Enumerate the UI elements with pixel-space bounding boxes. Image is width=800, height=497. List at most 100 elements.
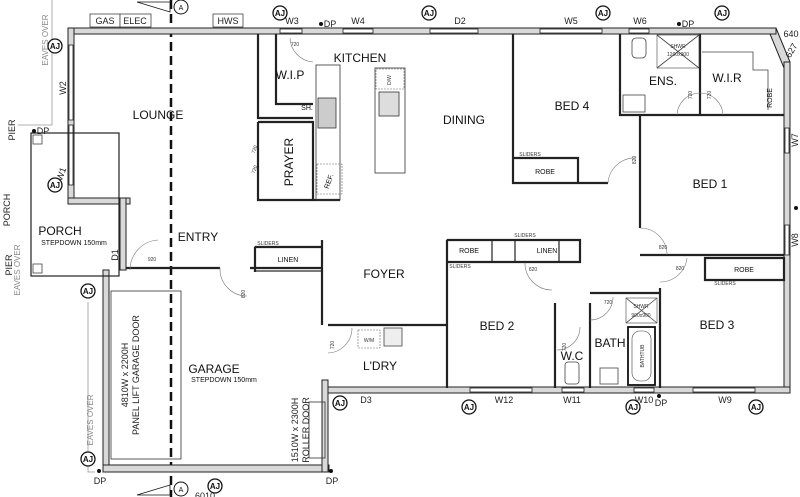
plan-label: 6010 <box>195 491 215 497</box>
plan-label: 720 <box>330 341 336 350</box>
plan-shape: AJ <box>625 399 641 415</box>
plan-label: 720 <box>604 300 613 306</box>
plan-label: LINEN <box>537 248 558 255</box>
robe-bed3: ROBE SLIDERS <box>714 267 754 287</box>
plan-label: SLIDERS <box>519 152 541 158</box>
plan-shape <box>657 394 661 398</box>
plan-label: LOUNGE <box>133 108 184 122</box>
plan-shape: AJ <box>748 399 764 415</box>
plan-shape <box>524 261 553 291</box>
plan-shape <box>639 227 668 256</box>
plan-shape <box>421 5 437 21</box>
plan-label: SHWR <box>633 304 649 310</box>
plan-shape <box>119 13 152 28</box>
plan-shape: AJ <box>461 399 477 415</box>
plan-shape <box>699 92 724 116</box>
plan-shape <box>68 124 74 186</box>
plan-label: D2 <box>454 16 466 26</box>
plan-shape <box>640 253 786 282</box>
dimension-labels: 720 920 820 820 820 820 820 720 720 720 … <box>148 29 800 497</box>
plan-shape <box>126 240 324 325</box>
plan-shape <box>332 395 348 411</box>
laundry-tub <box>383 327 403 347</box>
plan-shape <box>692 387 756 393</box>
plan-label: ROBE <box>734 267 754 274</box>
plan-shape: AJ <box>47 177 63 193</box>
plan-label: 720 <box>251 145 260 155</box>
plan-shape <box>207 478 223 494</box>
plan-label: PIER <box>4 254 14 276</box>
plan-shape <box>97 469 101 473</box>
plan-shape <box>633 387 655 393</box>
plan-label: SLIDERS <box>449 264 471 270</box>
plan-label: DP <box>326 476 339 486</box>
plan-shape <box>628 28 650 34</box>
plan-shape <box>102 464 330 473</box>
plan-label: STEPDOWN 150mm <box>191 377 257 384</box>
robe-wir: ROBE <box>767 88 774 108</box>
plan-label: W3 <box>285 16 299 26</box>
plan-label: PRAYER <box>282 137 296 186</box>
kitchen-island <box>374 67 406 174</box>
room-labels: LOUNGE KITCHEN W.I.P PRAYER DINING BED 4… <box>38 51 742 384</box>
hws-unit: HWS <box>212 13 244 28</box>
plan-shape <box>595 5 611 21</box>
plan-shape <box>102 269 110 473</box>
plan-label: W10 <box>635 395 654 405</box>
plan-label: AJ <box>210 482 220 491</box>
plan-label: FOYER <box>363 267 405 281</box>
plan-label: SLIDERS <box>714 281 736 287</box>
plan-label: PANEL LIFT GARAGE DOOR <box>131 315 141 435</box>
plan-label: SLIDERS <box>514 233 536 239</box>
plan-shape <box>67 197 131 205</box>
plan-label: AJ <box>717 9 727 18</box>
plan-shape <box>289 37 314 63</box>
plan-label: BATH <box>594 336 625 350</box>
plan-shape <box>607 157 637 184</box>
plan-shape: AJ <box>207 478 223 494</box>
plan-label: W4 <box>351 16 365 26</box>
pier <box>32 134 43 145</box>
section-marker-bottom: A <box>136 481 189 497</box>
plan-label: W8 <box>790 233 800 247</box>
plan-label: 720 <box>291 42 300 48</box>
plan-label: DP <box>37 126 50 136</box>
plan-shape <box>274 34 313 106</box>
plan-shape <box>47 177 63 193</box>
plan-label: BED 1 <box>693 177 728 191</box>
windows <box>68 28 790 393</box>
plan-shape <box>553 288 662 388</box>
opening-labels: W3 W4 D2 W5 W6 W2 W1 W7 W8 D1 D3 W12 W11… <box>54 16 800 405</box>
plan-label: 1200x900 <box>667 52 689 58</box>
plan-label: EAVES OVER <box>41 14 50 65</box>
plan-shape <box>512 157 579 184</box>
plan-label: 900x900 <box>631 313 650 319</box>
plan-label: HWS <box>218 16 239 26</box>
ensuite-toilet <box>631 37 647 59</box>
ensuite-vanity <box>622 94 646 113</box>
plan-shape <box>219 267 248 297</box>
plan-shape <box>618 34 784 228</box>
plan-label: REF. <box>324 173 336 190</box>
plan-label: 720 <box>251 165 260 175</box>
plan-label: 820 <box>241 290 247 299</box>
plan-shape <box>329 469 333 473</box>
plan-label: PORCH <box>38 224 81 238</box>
plan-shape: AJ <box>80 283 96 299</box>
plan-shape <box>319 22 323 26</box>
external-walls <box>67 27 791 473</box>
plan-label: GAS <box>95 16 114 26</box>
plan-shape <box>47 38 63 54</box>
plan-label: 720 <box>562 343 568 352</box>
gas-meter: GAS <box>89 13 121 28</box>
door-swings <box>129 37 724 354</box>
plan-shape <box>212 13 244 28</box>
washing-machine <box>357 329 381 349</box>
plan-shape: AJ <box>421 5 437 21</box>
plan-label: BATHTUB <box>640 344 646 368</box>
plan-label: ROLLER DOOR <box>301 397 311 463</box>
plan-shape <box>656 34 700 69</box>
plan-label: AJ <box>335 399 345 408</box>
